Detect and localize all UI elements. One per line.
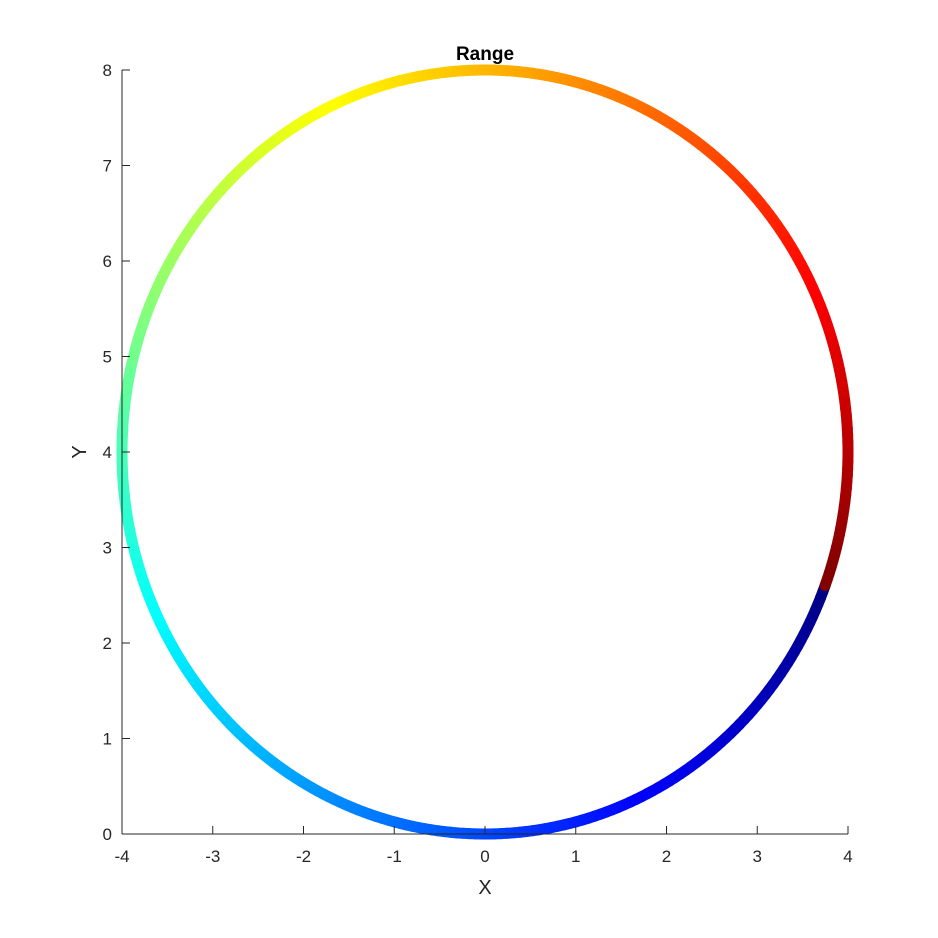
x-tick-label: 0 [480, 847, 489, 866]
x-tick-label: 3 [753, 847, 762, 866]
x-tick-label: 1 [571, 847, 580, 866]
x-tick-label: -4 [114, 847, 129, 866]
y-ticks: 0 1 2 3 4 5 6 7 8 [103, 61, 130, 844]
axes: -4 -3 -2 -1 0 1 2 3 4 0 1 2 3 4 5 6 7 8 [103, 61, 853, 866]
curve-segment [819, 573, 833, 592]
y-axis-label: Y [69, 445, 91, 458]
y-tick-label: 5 [103, 348, 112, 367]
y-tick-label: 3 [103, 539, 112, 558]
x-tick-label: -3 [205, 847, 220, 866]
x-tick-label: -2 [296, 847, 311, 866]
y-tick-label: 8 [103, 61, 112, 80]
y-tick-label: 7 [103, 157, 112, 176]
x-tick-label: -1 [387, 847, 402, 866]
y-tick-label: 0 [103, 825, 112, 844]
x-axis-label: X [478, 877, 491, 899]
x-tick-label: 4 [843, 847, 852, 866]
y-tick-label: 1 [103, 730, 112, 749]
y-tick-label: 4 [103, 443, 112, 462]
x-tick-label: 2 [662, 847, 671, 866]
x-ticks: -4 -3 -2 -1 0 1 2 3 4 [114, 826, 853, 866]
y-tick-label: 6 [103, 252, 112, 271]
chart-title: Range [456, 44, 514, 65]
y-tick-label: 2 [103, 634, 112, 653]
curve-layer [116, 64, 854, 840]
